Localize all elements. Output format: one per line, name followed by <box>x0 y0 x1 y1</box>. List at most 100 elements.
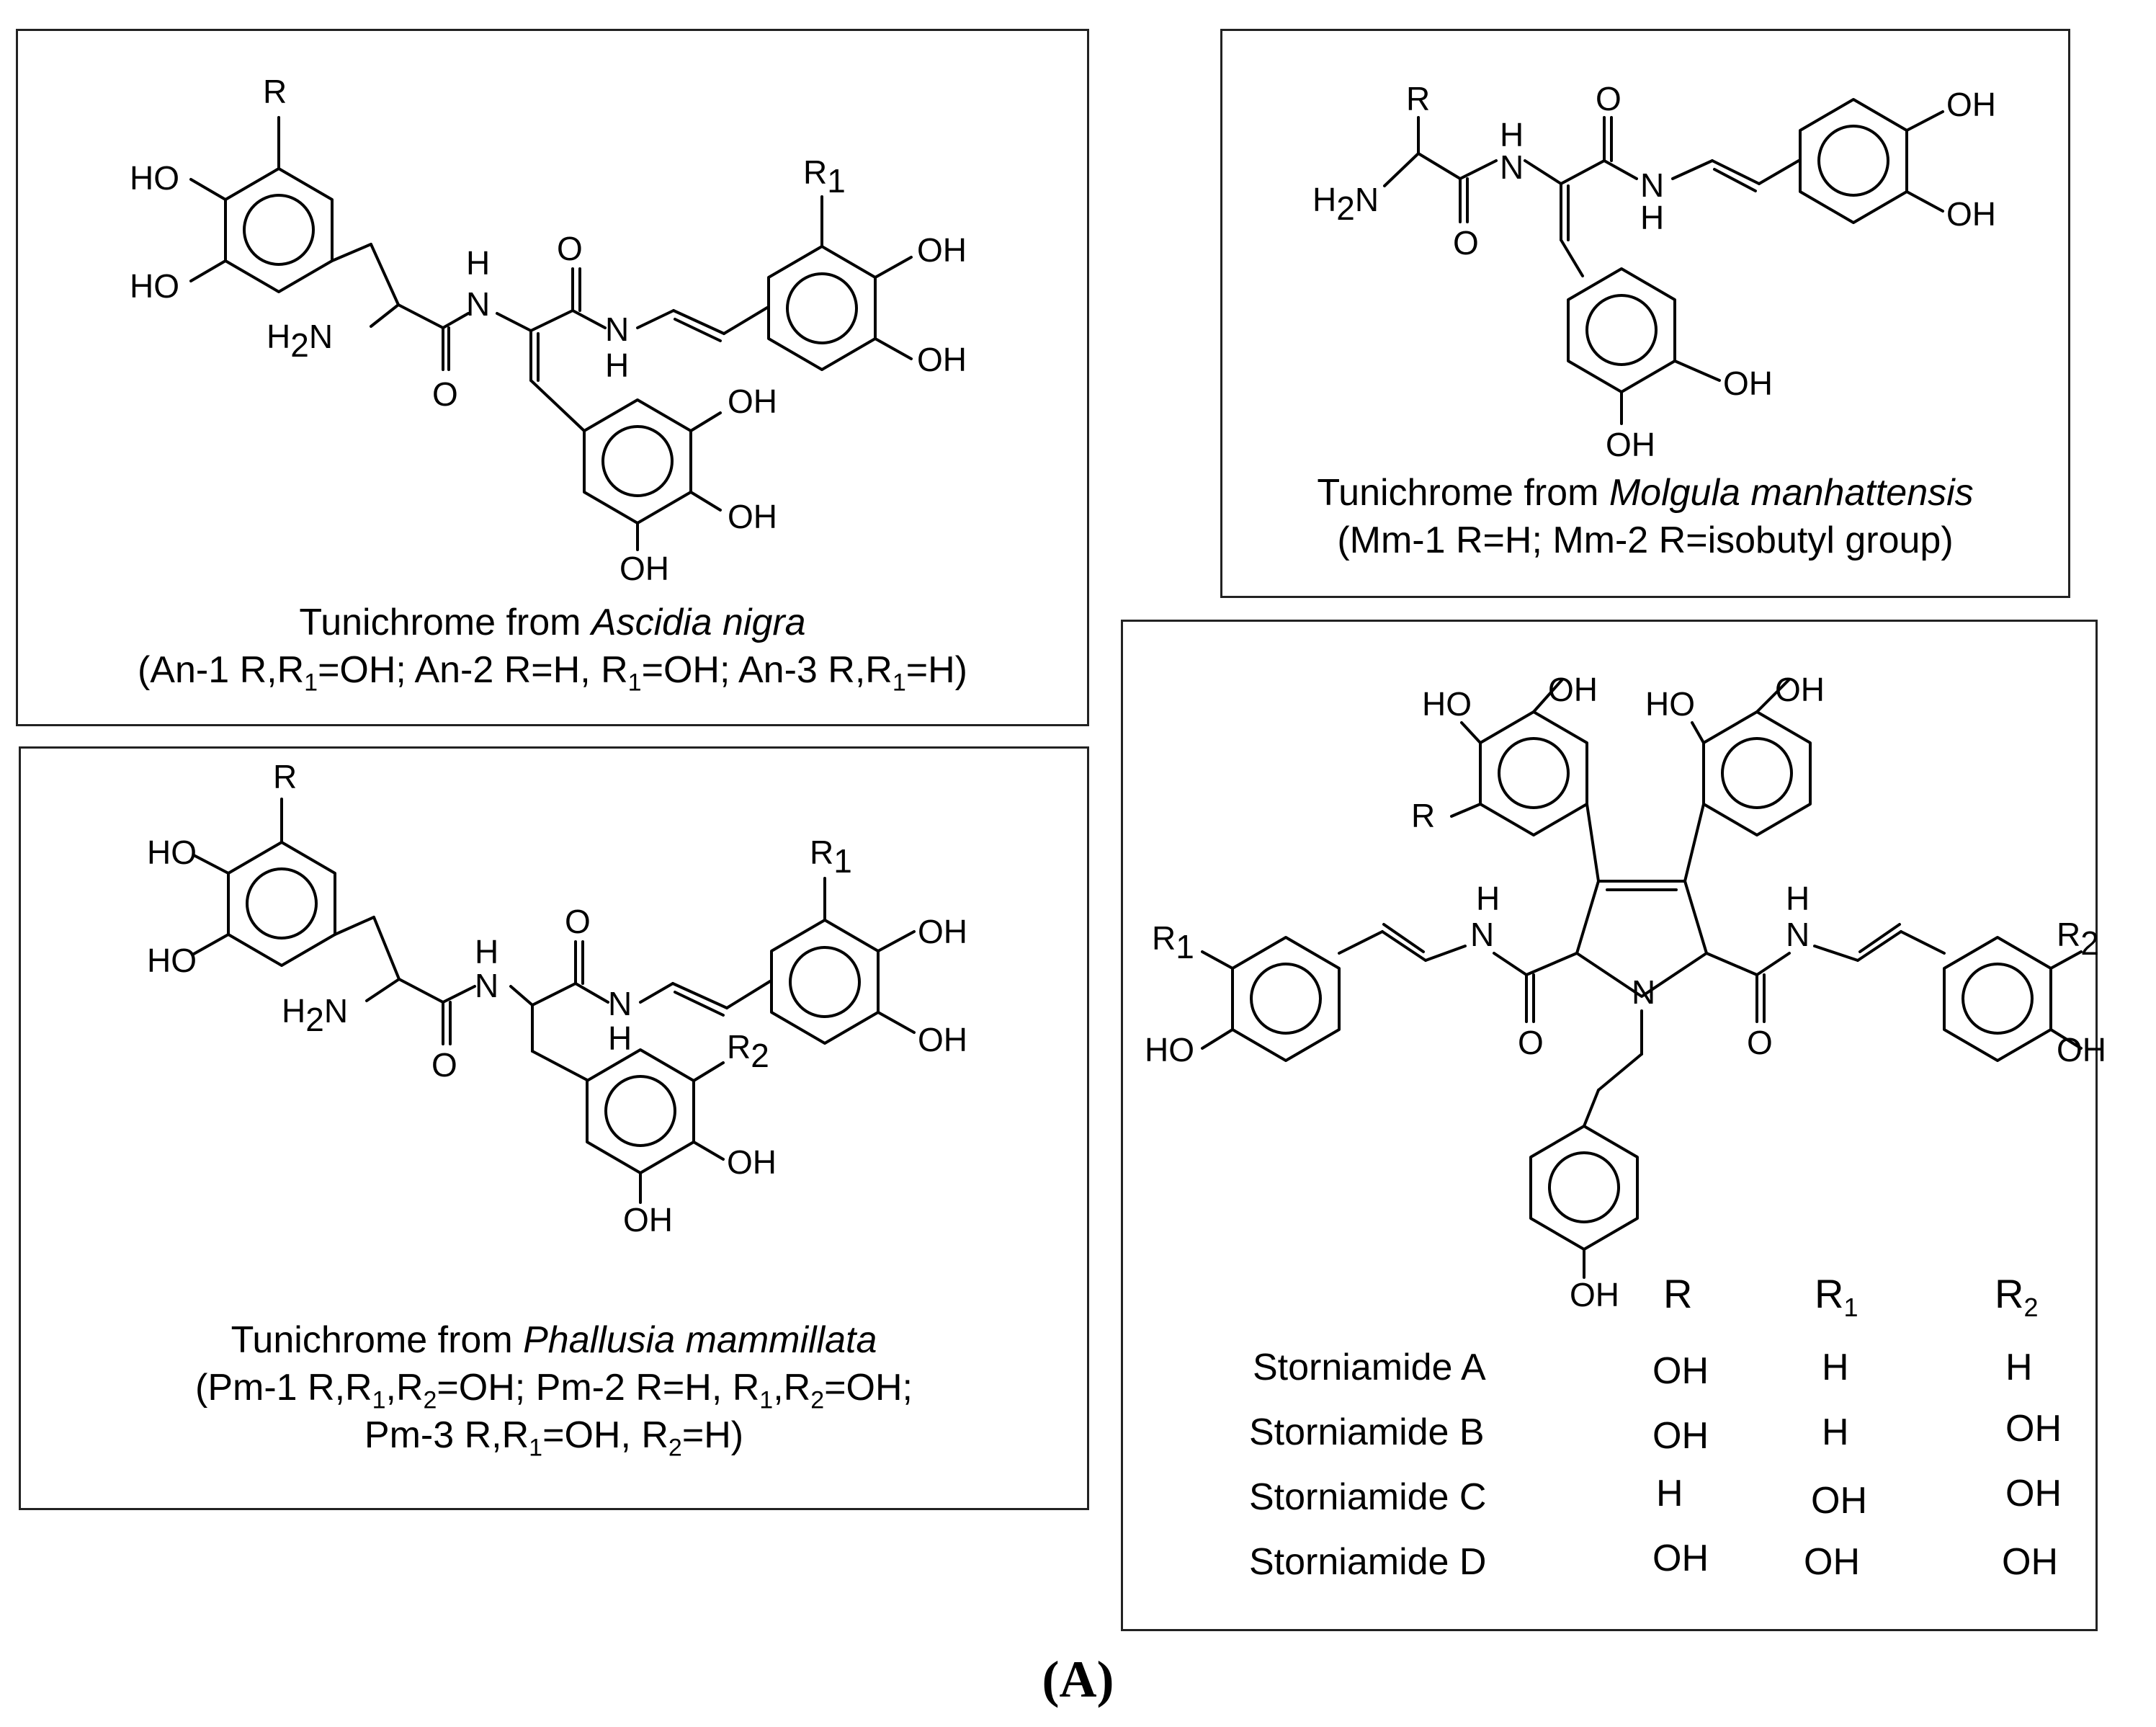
svg-text:OH: OH <box>1946 195 1996 233</box>
structure-phallusia-tunichrome: R HO HO H2N O H N O N H R1 OH OH R2 OH O… <box>147 758 967 1239</box>
header-r1: R1 <box>1815 1271 1858 1323</box>
svg-text:H: H <box>475 933 498 970</box>
svg-text:HO: HO <box>1145 1031 1194 1068</box>
cell-r: OH <box>1652 1415 1709 1457</box>
row-name: Storniamide B <box>1249 1411 1485 1453</box>
structure-storniamide: HO OH HO OH R H N O N H N O R1 HO R2 OH … <box>1145 671 2106 1313</box>
svg-text:HO: HO <box>1645 685 1695 723</box>
cell-r: OH <box>1652 1538 1709 1579</box>
cell-r1: H <box>1822 1347 1849 1388</box>
svg-text:N: N <box>1632 973 1655 1011</box>
svg-text:OH: OH <box>1723 365 1773 402</box>
svg-text:R: R <box>273 758 297 795</box>
svg-text:O: O <box>1596 80 1622 117</box>
row-name: Storniamide A <box>1253 1347 1486 1388</box>
ring-pyrrole <box>1575 880 1708 998</box>
caption-molgula: Tunichrome from Molgula manhattensis <box>1317 472 1974 514</box>
svg-text:OH: OH <box>1570 1276 1619 1313</box>
label-ho: HO <box>130 267 179 305</box>
structure-molgula-tunichrome: R H2N O H N O N H OH OH OH OH <box>1312 80 1996 463</box>
svg-text:R: R <box>1406 80 1430 117</box>
label-r1: R1 <box>803 153 846 200</box>
header-r: R <box>1663 1271 1693 1316</box>
svg-text:OH: OH <box>918 1021 967 1058</box>
svg-text:O: O <box>431 1046 457 1084</box>
svg-text:N: N <box>1786 916 1810 953</box>
label-h: H <box>605 347 629 384</box>
label-r1: R1 <box>1152 919 1194 965</box>
cell-r2: H <box>2005 1347 2033 1388</box>
svg-text:OH: OH <box>1775 671 1825 708</box>
label-h2n: H2N <box>1312 181 1379 227</box>
svg-text:N: N <box>1500 148 1524 186</box>
panel-phallusia-mammillata: R HO HO H2N O H N O N H R1 OH OH R2 OH O… <box>19 746 1089 1510</box>
cell-r2: OH <box>2005 1473 2062 1514</box>
label-o: O <box>557 230 583 267</box>
cell-r1: OH <box>1804 1541 1860 1583</box>
label-oh: OH <box>917 341 967 378</box>
caption-phallusia-variants-1: (Pm-1 R,R1,R2=OH; Pm-2 R=H, R1,R2=OH; <box>195 1367 913 1414</box>
svg-text:H: H <box>608 1019 632 1057</box>
ring-bottom <box>1567 267 1676 393</box>
svg-text:HO: HO <box>147 942 197 979</box>
label-h2n: H2N <box>282 992 348 1038</box>
ring-left-aromatic <box>243 194 315 266</box>
ring-bottom <box>583 398 692 525</box>
svg-text:N: N <box>1470 916 1494 953</box>
row-name: Storniamide D <box>1249 1541 1487 1583</box>
label-oh: OH <box>728 498 777 535</box>
ring-right <box>1799 98 1908 224</box>
panel-ascidia-nigra: R HO HO H2N O H N O N H R1 OH OH OH OH O… <box>16 29 1089 726</box>
label-n: N <box>605 311 629 348</box>
svg-text:H: H <box>1640 199 1664 236</box>
svg-text:HO: HO <box>1422 685 1472 723</box>
svg-text:R: R <box>1411 797 1435 834</box>
svg-text:N: N <box>475 967 498 1004</box>
caption-ascidia-variants: (An-1 R,R1=OH; An-2 R=H, R1=OH; An-3 R,R… <box>137 649 967 697</box>
structure-ascidia-tunichrome: R HO HO H2N O H N O N H R1 OH OH OH OH O… <box>130 73 967 587</box>
label-r2: R2 <box>727 1028 769 1074</box>
header-r2: R2 <box>1995 1271 2039 1323</box>
svg-text:O: O <box>1453 224 1479 262</box>
svg-text:N: N <box>1640 166 1664 204</box>
row-name: Storniamide C <box>1249 1476 1487 1518</box>
svg-text:O: O <box>565 903 591 940</box>
storniamide-table: R R1 R2 Storniamide A OH H H Storniamide… <box>1123 622 2100 1633</box>
ring-left <box>227 841 336 967</box>
panel-storniamides: HO OH HO OH R H N O N H N O R1 HO R2 OH … <box>1121 620 2106 1633</box>
label-oh: OH <box>917 231 967 269</box>
svg-text:OH: OH <box>1548 671 1598 708</box>
svg-text:OH: OH <box>727 1143 777 1181</box>
cell-r1: H <box>1822 1411 1849 1453</box>
ring-bottom <box>586 1048 695 1174</box>
label-r2: R2 <box>2057 916 2099 962</box>
figure-label: (A) <box>1042 1651 1114 1708</box>
svg-text:N: N <box>608 985 632 1022</box>
label-r1: R1 <box>810 834 852 880</box>
label-oh: OH <box>728 383 777 420</box>
cell-r2: OH <box>2005 1408 2062 1450</box>
svg-text:OH: OH <box>1946 86 1996 123</box>
caption-phallusia-variants-2: Pm-3 R,R1=OH, R2=H) <box>364 1414 744 1462</box>
svg-text:H: H <box>1476 880 1500 917</box>
svg-text:OH: OH <box>623 1201 673 1239</box>
svg-text:OH: OH <box>1606 426 1655 463</box>
svg-text:H: H <box>1500 116 1524 153</box>
ring-right <box>770 919 880 1045</box>
label-h2n: H2N <box>267 318 333 364</box>
cell-r: OH <box>1652 1350 1709 1392</box>
cell-r: H <box>1656 1473 1683 1514</box>
label-oh: OH <box>619 550 669 587</box>
caption-ascidia: Tunichrome from Ascidia nigra <box>299 602 806 643</box>
panel-molgula-manhattensis: R H2N O H N O N H OH OH OH OH Tunichrome… <box>1220 29 2070 598</box>
label-n: N <box>466 285 490 323</box>
caption-phallusia: Tunichrome from Phallusia mammillata <box>231 1319 877 1361</box>
svg-text:HO: HO <box>147 834 197 871</box>
caption-molgula-variants: (Mm-1 R=H; Mm-2 R=isobutyl group) <box>1337 519 1954 561</box>
svg-text:OH: OH <box>2057 1031 2106 1068</box>
ring-right <box>767 245 877 371</box>
ring-left <box>224 167 334 293</box>
cell-r1: OH <box>1811 1480 1867 1522</box>
label-ho: HO <box>130 159 179 197</box>
label-r: R <box>263 73 287 110</box>
